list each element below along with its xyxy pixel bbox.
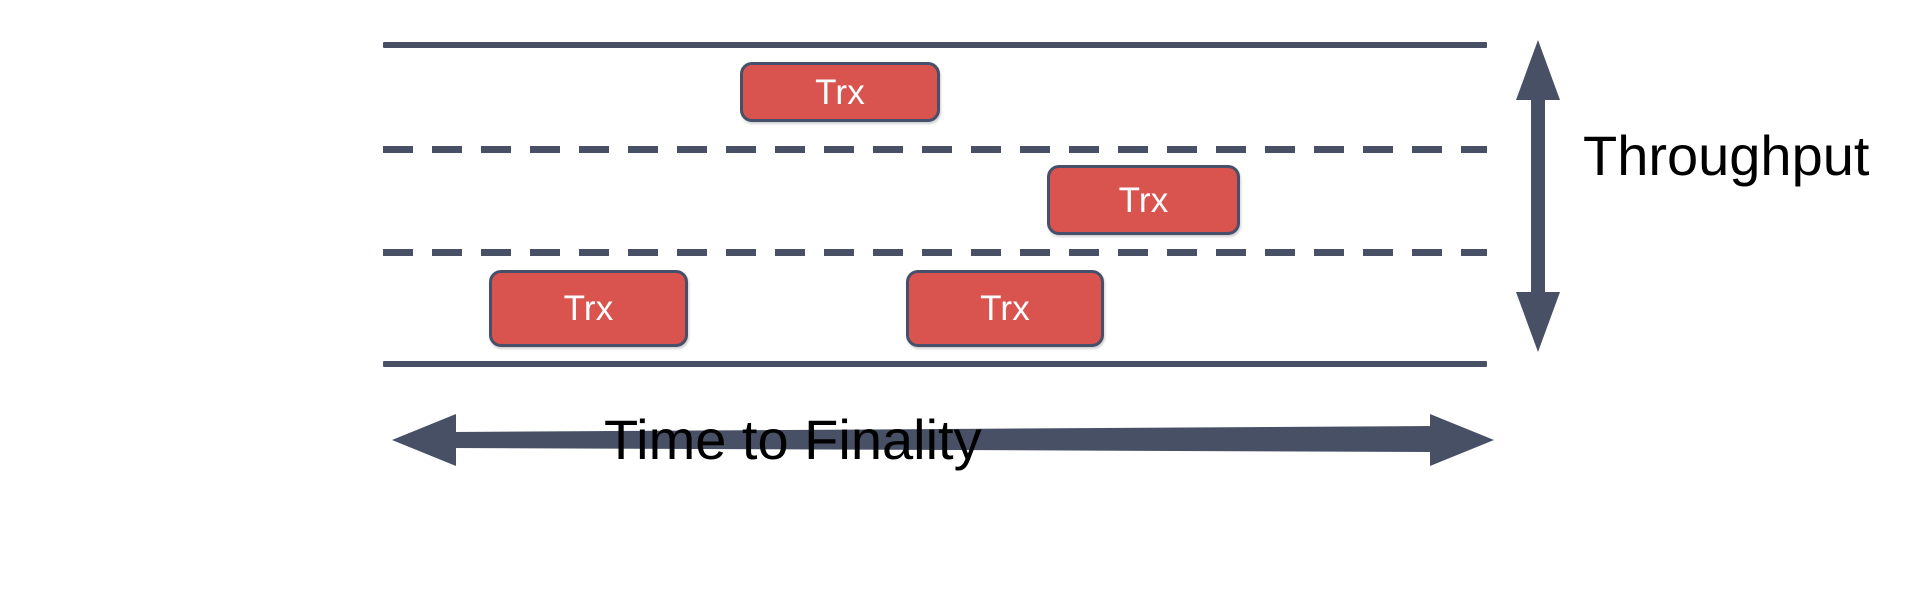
channel-bottom-boundary-line <box>383 361 1487 367</box>
transaction-block: Trx <box>740 62 940 122</box>
transaction-label: Trx <box>1118 180 1169 220</box>
transaction-block: Trx <box>906 270 1104 347</box>
transaction-block: Trx <box>489 270 688 347</box>
transaction-label: Trx <box>563 289 614 328</box>
throughput-double-arrow-icon <box>1516 40 1560 352</box>
throughput-axis-label: Throughput <box>1583 124 1870 187</box>
time-to-finality-axis-label: Time to Finality <box>604 408 982 471</box>
transaction-label: Trx <box>980 289 1030 328</box>
channel-top-boundary-line <box>383 42 1487 48</box>
lane-divider-line-1 <box>383 146 1487 153</box>
lane-divider-line-2 <box>383 249 1487 256</box>
time-to-finality-double-arrow-icon <box>392 414 1494 466</box>
transaction-block: Trx <box>1047 165 1240 235</box>
transaction-label: Trx <box>815 72 865 112</box>
